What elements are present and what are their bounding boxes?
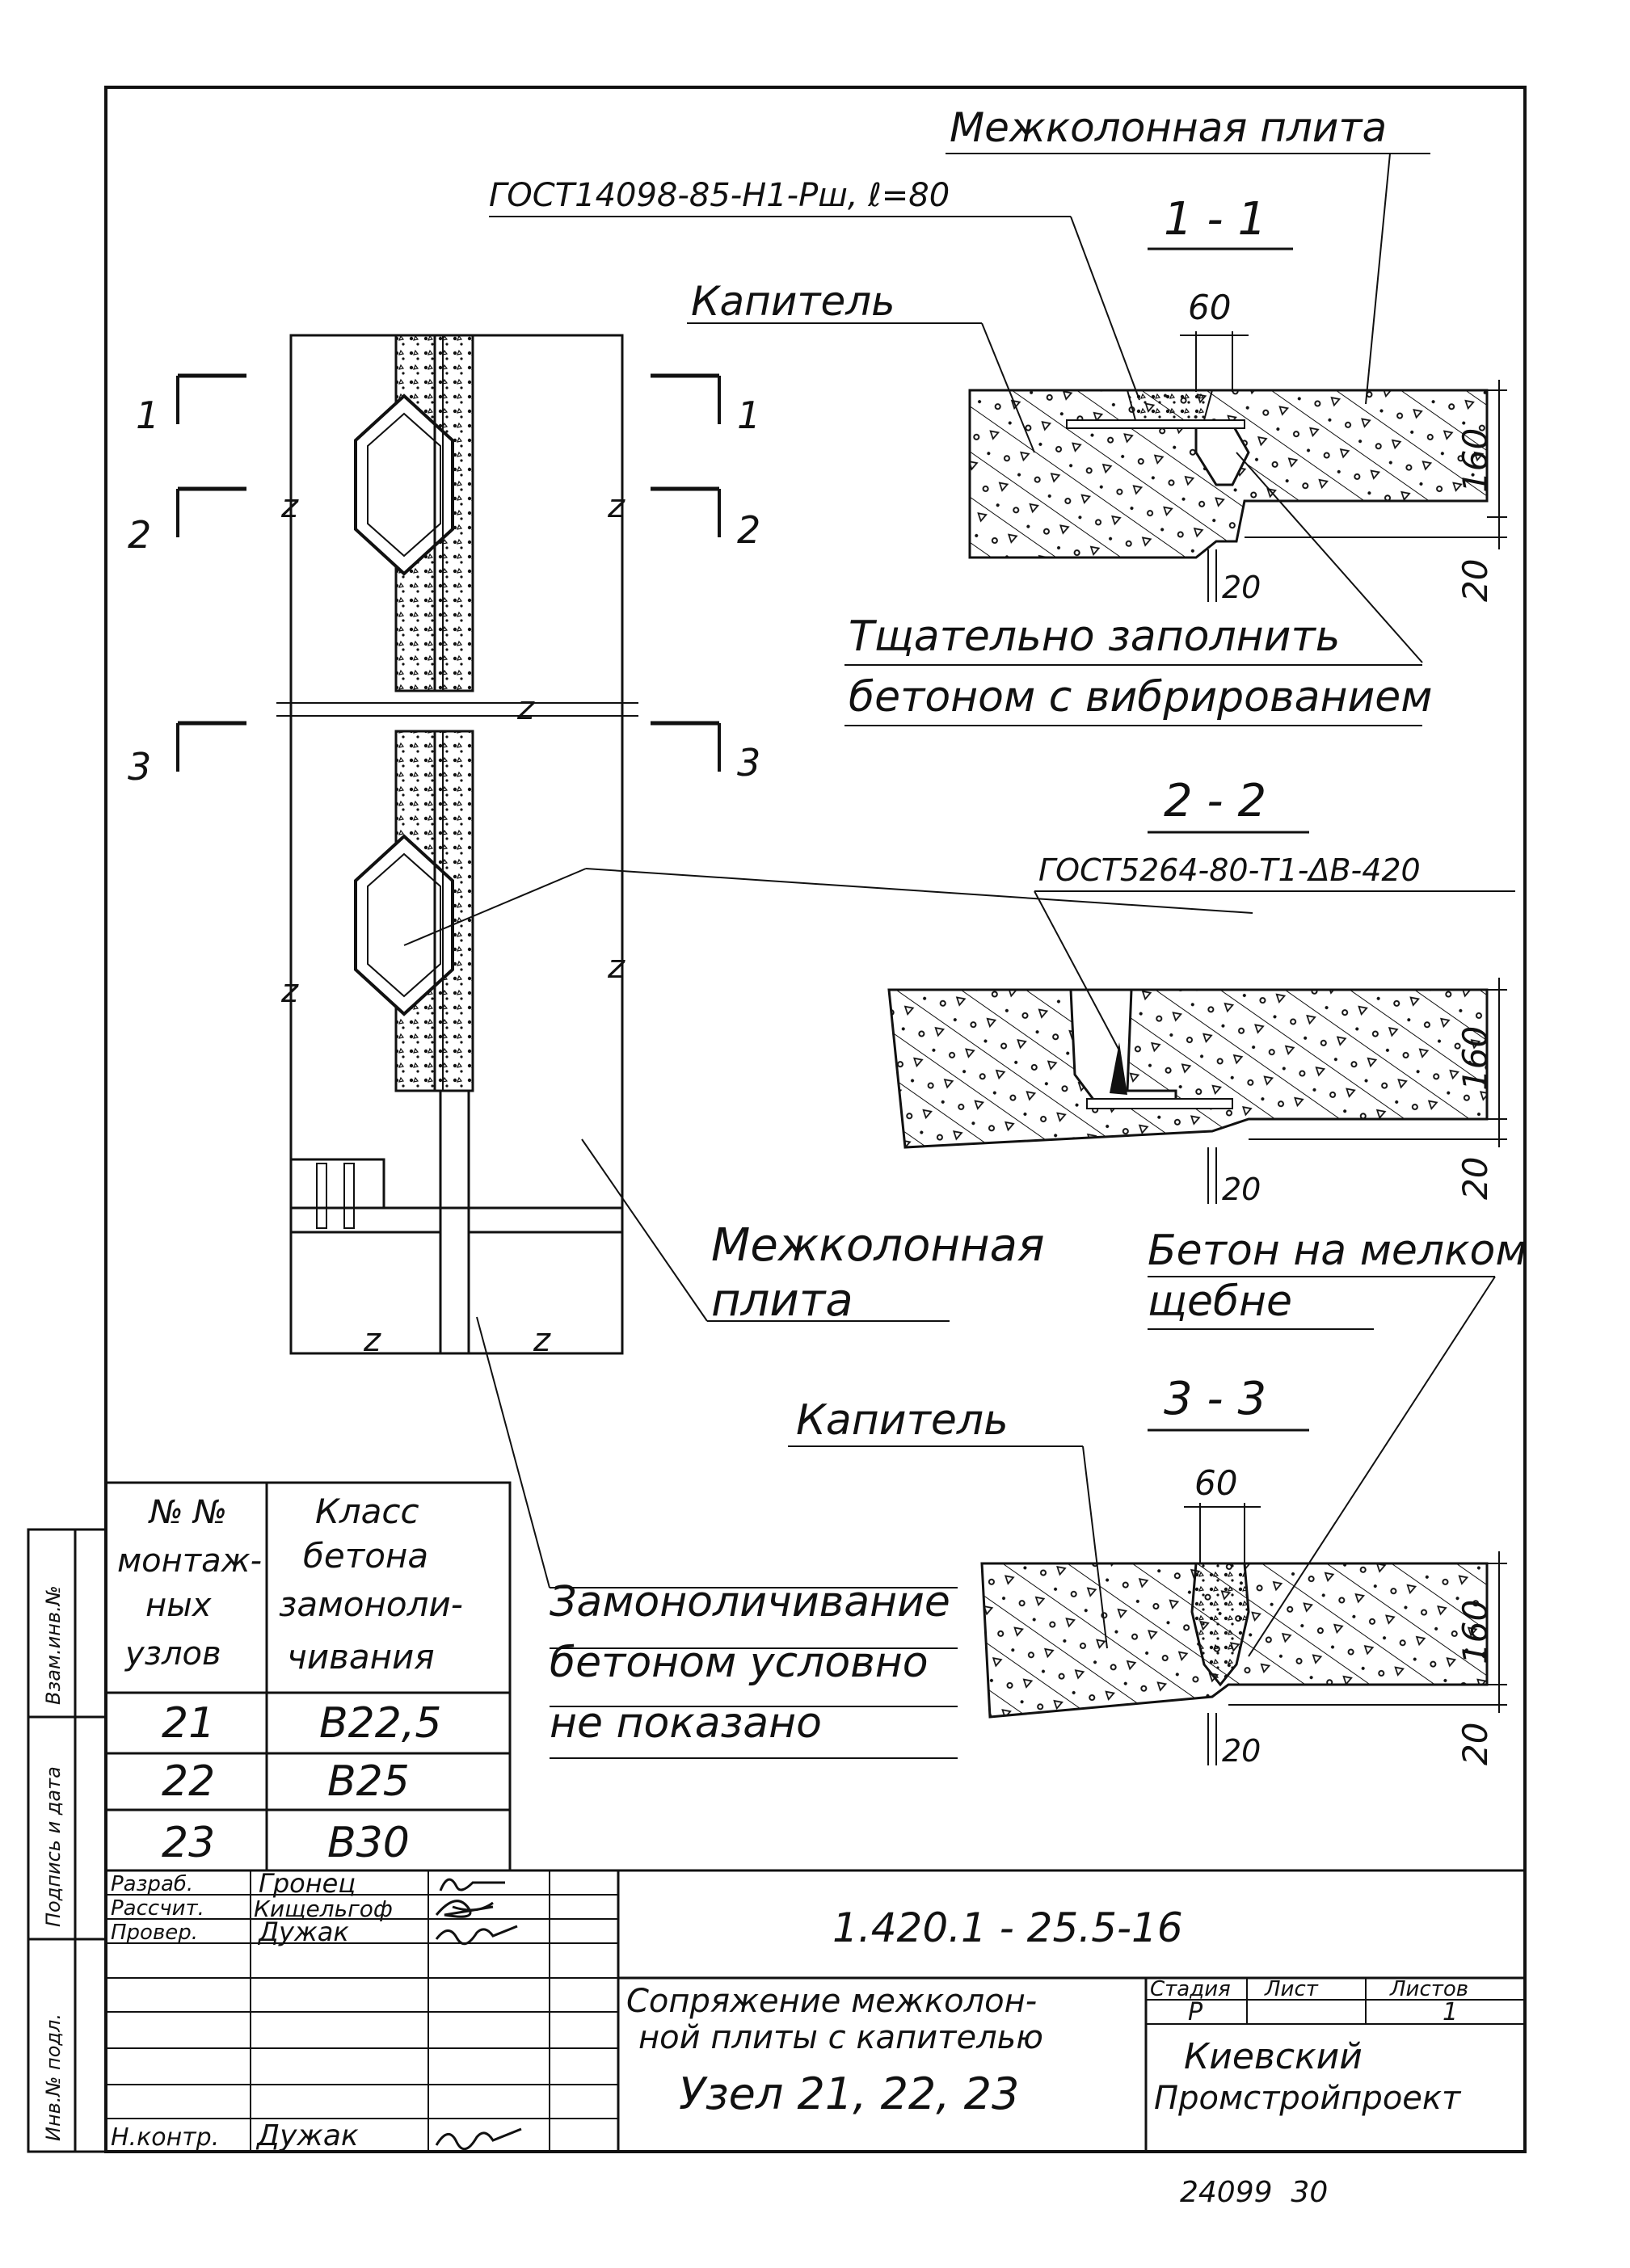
title-block-description: Сопряжение межколон-: [626, 1983, 1037, 2020]
side-stamp-col2: Подпись и дата: [42, 1766, 65, 1927]
section-1-1-title: 1 - 1: [1164, 193, 1266, 246]
title-block-role: Провер.: [111, 1921, 198, 1945]
section-1-1-note: Тщательно заполнить: [849, 612, 1340, 661]
side-stamp: Взам.инв.№ Подпись и дата Инв.№ подл.: [27, 1528, 107, 2153]
table-header-class: чивания: [287, 1637, 435, 1677]
section-2-2-title: 2 - 2: [1164, 775, 1266, 827]
plan-view: z z z z z z z 1 1: [128, 334, 1253, 1759]
table-header-node: узлов: [124, 1635, 221, 1673]
table-cell-node: 22: [162, 1757, 215, 1806]
section-1-1-note: бетоном с вибрированием: [849, 673, 1433, 722]
section-1-1-dim-bottom: 20: [1455, 559, 1495, 602]
table-cell-node: 21: [162, 1699, 215, 1748]
title-block-sheet-label: Лист: [1264, 1977, 1319, 2001]
section-2-2-dim-gap: 20: [1222, 1172, 1261, 1207]
section-2-2-slab: [887, 988, 1489, 1149]
title-block-name: Дужак: [255, 2119, 359, 2152]
table-header-node: монтаж-: [117, 1542, 262, 1580]
signature: [435, 2127, 522, 2151]
plan-break-mark: z: [533, 1322, 551, 1359]
table-header-class: бетона: [303, 1536, 428, 1576]
table-cell-class: В22,5: [319, 1699, 441, 1748]
plan-break-mark: z: [280, 973, 299, 1010]
section-2-2-dim-bottom: 20: [1455, 1157, 1495, 1200]
signature: [435, 1925, 518, 1946]
section-1-1: Межколонная плита ГОСТ14098-85-Н1-Рш, ℓ=…: [489, 104, 1507, 726]
title-block-role: Разраб.: [111, 1872, 193, 1896]
plan-monolith-label: не показано: [550, 1699, 822, 1748]
table-cell-class: В25: [327, 1757, 410, 1806]
title-block-sheets-value: 1: [1443, 1998, 1458, 2026]
section-3-3-dim-gap: 20: [1222, 1733, 1261, 1769]
section-1-1-dim-gap: 20: [1222, 570, 1261, 605]
section-1-1-dim-width: 60: [1188, 288, 1231, 327]
table-cell-class: В30: [327, 1819, 410, 1867]
section-marker-right-label: 1: [737, 393, 760, 437]
title-block: Разраб. Гронец Рассчит. Кищельгоф Провер…: [104, 1868, 1527, 2153]
section-marker-right-label: 2: [737, 508, 760, 552]
title-block-name: Кищельгоф: [254, 1896, 393, 1922]
section-1-1-slab-label: Межколонная плита: [950, 104, 1387, 151]
section-1-1-gost-label: ГОСТ14098-85-Н1-Рш, ℓ=80: [489, 177, 950, 214]
plan-break-mark: z: [607, 949, 625, 986]
plan-break-mark: z: [363, 1322, 381, 1359]
signature: [435, 1900, 494, 1918]
title-block-description: ной плиты с капителью: [638, 2019, 1043, 2056]
section-marker-2: 2 2: [128, 486, 760, 557]
table-header-node: № №: [148, 1494, 227, 1531]
plan-slab-label: Межколонная: [711, 1219, 1045, 1272]
section-3-3: Капитель 3 - 3 60 160 20 20: [788, 1373, 1507, 1769]
title-block-org: Промстройпроект: [1154, 2080, 1462, 2117]
section-2-2: 2 - 2 ГОСТ5264-80-Т1-ΔВ-420 160 20 20 Бе…: [887, 775, 1527, 1657]
section-1-1-dim-height: 160: [1455, 428, 1495, 493]
section-3-3-dim-width: 60: [1194, 1463, 1237, 1503]
plan-monolith-label: Замоноличивание: [550, 1578, 950, 1626]
section-marker-left-label: 2: [128, 513, 151, 557]
section-2-2-dim-height: 160: [1455, 1026, 1495, 1091]
signature: [439, 1878, 505, 1891]
plan-monolith-label: бетоном условно: [550, 1639, 929, 1687]
section-marker-right-label: 3: [737, 741, 760, 785]
section-1-1-capital-label: Капитель: [691, 278, 895, 325]
section-2-2-gost-label: ГОСТ5264-80-Т1-ΔВ-420: [1038, 852, 1421, 888]
title-block-node-title: Узел 21, 22, 23: [679, 2068, 1019, 2119]
section-2-2-concrete-label: щебне: [1148, 1277, 1292, 1326]
plan-slab-label: плита: [711, 1274, 853, 1327]
section-2-2-concrete-label: Бетон на мелком: [1148, 1227, 1527, 1275]
section-3-3-dim-bottom: 20: [1455, 1723, 1495, 1765]
section-marker-3: 3 3: [128, 721, 760, 789]
section-marker-left-label: 3: [128, 745, 151, 789]
section-marker-left-label: 1: [136, 393, 159, 437]
table-header-class: Класс: [315, 1492, 419, 1531]
title-block-name: Гронец: [259, 1868, 356, 1899]
title-block-role: Н.контр.: [111, 2123, 219, 2152]
section-marker-1: 1 1: [136, 373, 760, 437]
title-block-org: Киевский: [1184, 2036, 1363, 2077]
plan-break-mark: z: [607, 488, 625, 525]
sheet-number: 24099 30: [1180, 2176, 1328, 2209]
title-block-doc-code: 1.420.1 - 25.5-16: [832, 1904, 1183, 1951]
concrete-class-table: № № монтаж- ных узлов Класс бетона замон…: [104, 1481, 512, 1872]
title-block-sheets-label: Листов: [1389, 1977, 1468, 2001]
section-3-3-dim-height: 160: [1455, 1600, 1495, 1664]
table-cell-node: 23: [162, 1819, 215, 1867]
title-block-stage-value: Р: [1188, 1998, 1203, 2026]
side-stamp-col1: Взам.инв.№: [42, 1585, 65, 1705]
title-block-stage-label: Стадия: [1150, 1977, 1231, 2001]
section-3-3-title: 3 - 3: [1164, 1373, 1266, 1425]
table-header-node: ных: [145, 1587, 212, 1624]
title-block-role: Рассчит.: [111, 1896, 204, 1921]
title-block-name: Дужак: [257, 1917, 349, 1947]
plan-break-mark: z: [516, 690, 535, 727]
section-3-3-capital-label: Капитель: [796, 1396, 1009, 1445]
plan-break-mark: z: [280, 488, 299, 525]
table-header-class: замоноли-: [279, 1584, 463, 1624]
side-stamp-col3: Инв.№ подл.: [42, 2013, 65, 2141]
